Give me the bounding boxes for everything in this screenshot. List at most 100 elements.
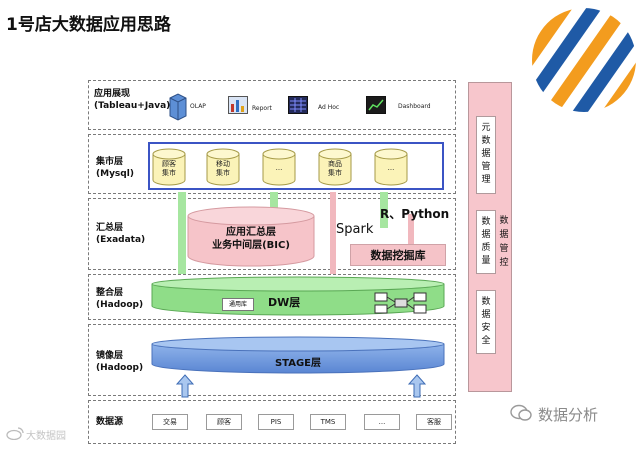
page-title: 1号店大数据应用思路 xyxy=(6,15,171,35)
dw-label: DW层 xyxy=(268,296,301,309)
layer-mart-name: 集市层 xyxy=(96,157,124,167)
bic-label-1: 应用汇总层 xyxy=(226,227,276,238)
flow-connector xyxy=(330,192,336,276)
wechat-icon xyxy=(510,404,532,421)
mart-cylinder: 移动集市 xyxy=(206,148,240,186)
tool-olap-label: OLAP xyxy=(190,103,206,110)
layer-app-label: 应用展现 (Tableau+Java) xyxy=(94,88,170,112)
source-box: ... xyxy=(364,414,400,430)
tool-dashboard-label: Dashboard xyxy=(398,103,431,110)
layer-summary-label: 汇总层 (Exadata) xyxy=(96,222,145,246)
stage-label: STAGE层 xyxy=(274,358,322,369)
layer-summary-sub: (Exadata) xyxy=(96,235,146,245)
layer-integration-label: 整合层 (Hadoop) xyxy=(96,287,143,311)
layer-mirror-label: 镜像层 (Hadoop) xyxy=(96,350,143,374)
gov-security-box: 数 据 安 全 xyxy=(476,290,496,354)
gov-char: 数 xyxy=(481,217,491,227)
r-python-label: R、Python xyxy=(380,207,450,221)
gov-char: 数 xyxy=(481,297,491,307)
gov-char: 据 xyxy=(499,230,509,240)
mart-label-1: 商品 xyxy=(328,160,342,168)
flow-connector xyxy=(408,214,414,244)
source-box: 客服 xyxy=(416,414,452,430)
spark-label: Spark xyxy=(336,222,374,237)
gov-char: 全 xyxy=(481,336,491,346)
bic-label-2: 业务中间层(BIC) xyxy=(212,240,290,251)
cylinder-icon xyxy=(152,148,186,186)
cylinder-icon xyxy=(374,148,408,186)
gov-char: 据 xyxy=(481,149,491,159)
mart-label: 商品集市 xyxy=(318,160,352,178)
source-box: TMS xyxy=(310,414,346,430)
gov-metadata-box: 元 数 据 管 理 xyxy=(476,116,496,194)
cylinder-icon xyxy=(262,148,296,186)
source-box: PIS xyxy=(258,414,294,430)
mart-label-1: ... xyxy=(387,164,395,172)
gov-char: 管 xyxy=(481,162,491,172)
gov-char: 据 xyxy=(481,310,491,320)
flow-connector xyxy=(270,192,278,214)
stage-cylinder xyxy=(151,336,445,374)
layer-mart-sub: (Mysql) xyxy=(96,169,134,179)
layer-mirror-name: 镜像层 xyxy=(96,351,124,361)
mart-cylinder: ... xyxy=(374,148,408,186)
arrow-up-icon xyxy=(408,374,426,398)
temp-db-box: 通用库 xyxy=(222,298,254,311)
mart-label-2: 集市 xyxy=(328,169,342,177)
bic-cylinder xyxy=(187,206,315,267)
flow-connector xyxy=(178,192,186,278)
cylinder-icon xyxy=(318,148,352,186)
gov-char: 据 xyxy=(481,230,491,240)
layer-mirror-sub: (Hadoop) xyxy=(96,363,144,373)
watermark-left: 大数据园 xyxy=(26,431,66,442)
layer-integration-name: 整合层 xyxy=(96,288,124,298)
tool-report-label: Report xyxy=(252,105,272,112)
mart-cylinder: 商品集市 xyxy=(318,148,352,186)
layer-mart-label: 集市层 (Mysql) xyxy=(96,156,134,180)
layer-app-name: 应用展现 xyxy=(94,89,131,99)
mart-label: ... xyxy=(262,164,296,173)
arrow-up-icon xyxy=(176,374,194,398)
flow-connector xyxy=(380,192,388,228)
gov-char: 数 xyxy=(481,136,491,146)
layer-app xyxy=(88,80,456,130)
mart-label: ... xyxy=(374,164,408,173)
mart-cylinder: ... xyxy=(262,148,296,186)
layer-summary-name: 汇总层 xyxy=(96,223,124,233)
source-box: 顾客 xyxy=(206,414,242,430)
mart-label: 顾客集市 xyxy=(152,160,186,178)
dashboard-icon xyxy=(366,96,386,114)
mart-label-2: 集市 xyxy=(162,169,176,177)
mart-label-1: 移动 xyxy=(216,160,230,168)
bic-label: 应用汇总层 业务中间层(BIC) xyxy=(186,226,316,252)
source-box: 交易 xyxy=(152,414,188,430)
mart-label-1: ... xyxy=(275,164,283,172)
layer-app-sub: (Tableau+Java) xyxy=(94,101,171,111)
weibo-icon xyxy=(6,427,24,440)
layer-source-name: 数据源 xyxy=(96,417,124,427)
gov-char: 数 xyxy=(499,216,509,226)
watermark-right: 数据分析 xyxy=(538,406,599,424)
olap-icon xyxy=(169,93,187,121)
layer-integration-sub: (Hadoop) xyxy=(96,300,144,310)
cylinder-icon xyxy=(206,148,240,186)
gov-char: 安 xyxy=(481,323,491,333)
mart-label-1: 顾客 xyxy=(162,160,176,168)
gov-mgmt-label: 数 据 管 控 xyxy=(498,214,510,270)
gov-char: 理 xyxy=(481,175,491,185)
mart-cylinder: 顾客集市 xyxy=(152,148,186,186)
tool-adhoc-label: Ad Hoc xyxy=(318,104,340,111)
report-icon xyxy=(228,96,248,114)
mart-label-2: 集市 xyxy=(216,169,230,177)
gov-quality-box: 数 据 质 量 xyxy=(476,210,496,274)
mart-label: 移动集市 xyxy=(206,160,240,178)
gov-char: 量 xyxy=(481,256,491,266)
adhoc-icon xyxy=(288,96,308,114)
gov-char: 管 xyxy=(499,244,509,254)
company-logo xyxy=(532,8,636,112)
gov-char: 质 xyxy=(481,243,491,253)
etl-diagram-icon xyxy=(374,292,427,314)
gov-char: 元 xyxy=(481,123,491,133)
mart-container xyxy=(148,142,444,190)
gov-char: 控 xyxy=(499,258,509,268)
